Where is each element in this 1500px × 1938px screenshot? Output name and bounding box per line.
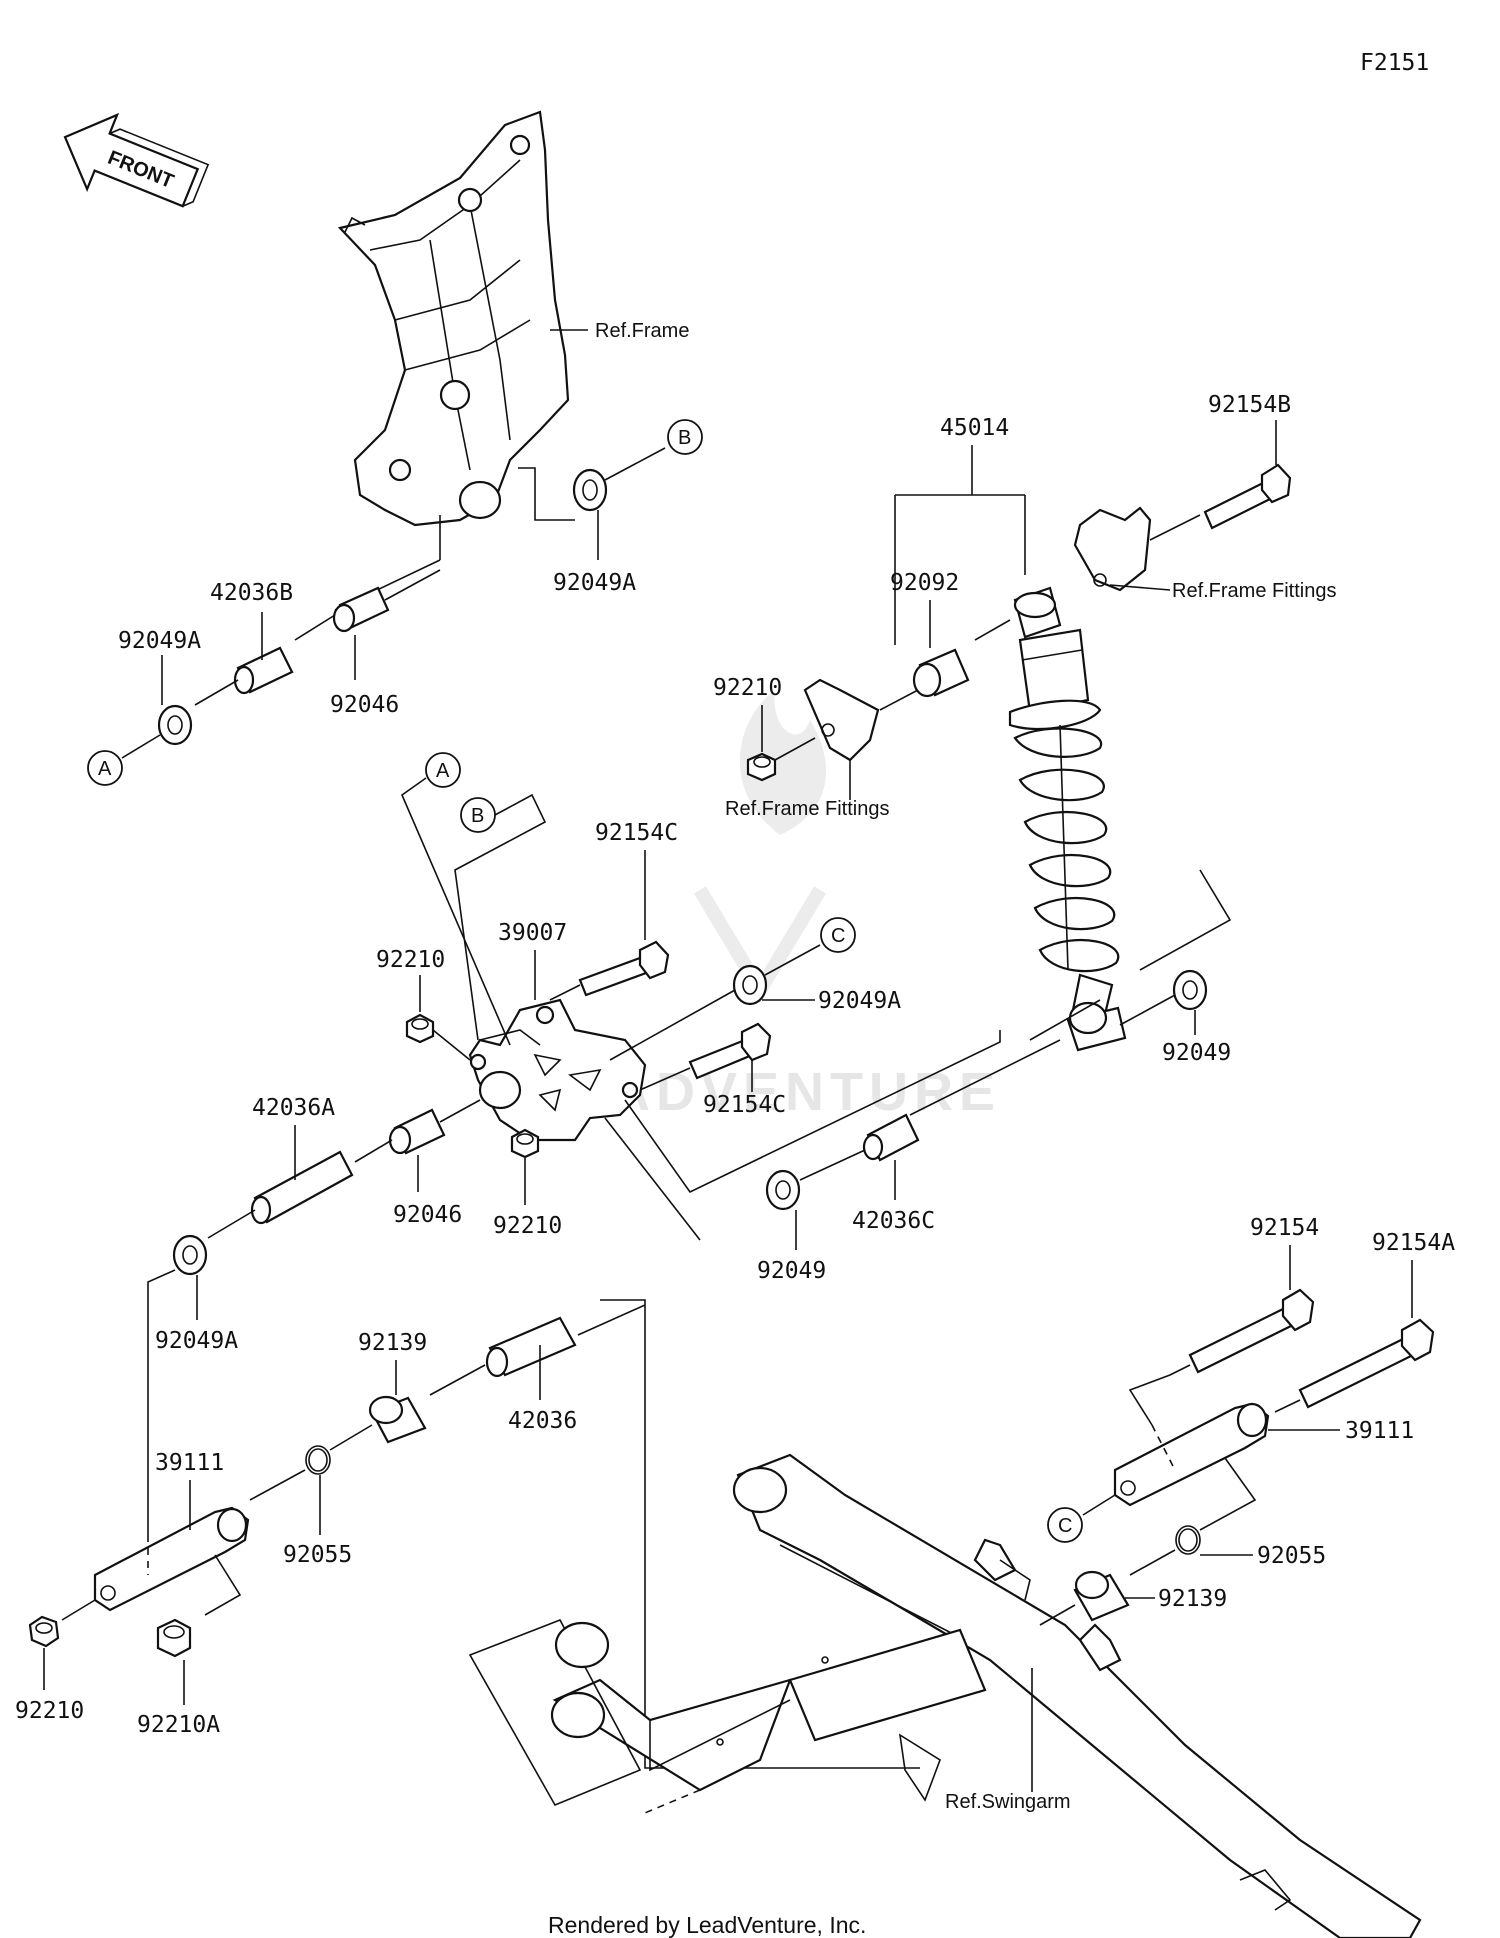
- ref-frame-fittings-upper-label: Ref.Frame Fittings: [1172, 580, 1336, 602]
- ref-frame-fittings-lower-label: Ref.Frame Fittings: [725, 798, 889, 820]
- label-92046-mid: 92046: [393, 1202, 462, 1228]
- label-92046-upper: 92046: [330, 692, 399, 718]
- label-92049A-left: 92049A: [118, 628, 201, 654]
- label-92210-bottom: 92210: [15, 1698, 84, 1724]
- callout-a-left: [87, 750, 123, 786]
- callout-c-lower: [1047, 1507, 1083, 1543]
- label-92049A-low: 92049A: [155, 1328, 238, 1354]
- ref-swingarm-label: Ref.Swingarm: [945, 1791, 1071, 1813]
- washer-92049-right: [1172, 969, 1208, 1011]
- washer-92049A-upper: [572, 468, 608, 512]
- label-92154A: 92154A: [1372, 1230, 1455, 1256]
- swingarm-illustration: [468, 1453, 1422, 1938]
- label-92139-right: 92139: [1158, 1586, 1227, 1612]
- label-92154C-mid: 92154C: [703, 1092, 786, 1118]
- callout-b-upper: [667, 419, 703, 455]
- label-92210-top: 92210: [713, 675, 782, 701]
- label-92154: 92154: [1250, 1215, 1319, 1241]
- callout-a-left-text: A: [98, 758, 112, 780]
- label-92049A-upper: 92049A: [553, 570, 636, 596]
- figure-code: F2151: [1360, 50, 1429, 76]
- washer-92049A-low: [172, 1234, 208, 1276]
- label-42036: 42036: [508, 1408, 577, 1434]
- frame-bracket-illustration: [337, 110, 570, 527]
- callout-a-mid: [425, 752, 461, 788]
- label-92210-low: 92210: [493, 1213, 562, 1239]
- label-39007: 39007: [498, 920, 567, 946]
- label-45014: 45014: [940, 415, 1009, 441]
- bolt-92154: [1188, 1306, 1295, 1374]
- nut-92210-bottom: [28, 1615, 60, 1648]
- label-92154B: 92154B: [1208, 392, 1291, 418]
- callout-b-mid-text: B: [471, 805, 484, 827]
- callout-c-lower-text: C: [1058, 1515, 1072, 1537]
- bolt-92154C-upper: [578, 956, 648, 997]
- rocker-arm-39007: [468, 998, 647, 1142]
- label-92154C-upper: 92154C: [595, 820, 678, 846]
- label-92049-right: 92049: [1162, 1040, 1231, 1066]
- label-92055-left: 92055: [283, 1542, 352, 1568]
- o-ring-92055-left: [305, 1445, 331, 1475]
- bolt-92154A: [1298, 1336, 1415, 1409]
- washer-92049-low: [765, 1169, 801, 1211]
- label-42036C: 42036C: [852, 1208, 935, 1234]
- o-ring-92055-right: [1175, 1525, 1201, 1555]
- label-42036B: 42036B: [210, 580, 293, 606]
- ref-frame-label: Ref.Frame: [595, 320, 689, 342]
- washer-92049A-mid: [732, 964, 768, 1006]
- label-39111-right: 39111: [1345, 1418, 1414, 1444]
- callout-b-upper-text: B: [678, 427, 691, 449]
- callout-c-mid-text: C: [831, 925, 845, 947]
- front-direction-arrow: FRONT: [63, 112, 210, 208]
- callout-c-mid: [820, 917, 856, 953]
- label-92049A-mid: 92049A: [818, 988, 901, 1014]
- shock-absorber-45014: [1008, 586, 1127, 1052]
- label-39111-left: 39111: [155, 1450, 224, 1476]
- frame-fitting-bracket-upper: [1073, 506, 1152, 592]
- label-92055-right: 92055: [1257, 1543, 1326, 1569]
- washer-92049A-left: [157, 704, 193, 746]
- label-92210A: 92210A: [137, 1712, 220, 1738]
- label-92049-low: 92049: [757, 1258, 826, 1284]
- label-42036A: 42036A: [252, 1095, 335, 1121]
- tie-rod-39111-right: [1113, 1402, 1270, 1507]
- tie-rod-39111-left: [93, 1506, 250, 1612]
- footer-credit: Rendered by LeadVenture, Inc.: [548, 1912, 866, 1938]
- label-92092: 92092: [890, 570, 959, 596]
- frame-fitting-bracket-lower: [803, 678, 880, 762]
- callout-a-mid-text: A: [436, 760, 450, 782]
- label-92139-left: 92139: [358, 1330, 427, 1356]
- label-92210-mid: 92210: [376, 947, 445, 973]
